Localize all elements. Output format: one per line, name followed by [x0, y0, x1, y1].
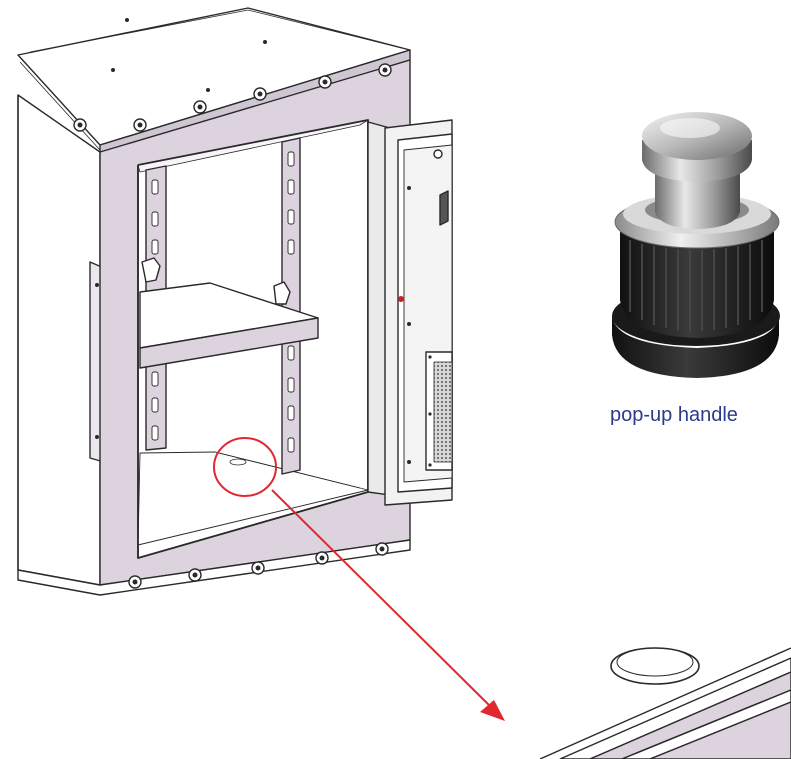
safe-door — [384, 119, 453, 506]
shelf-rail-right — [281, 137, 301, 475]
pointer-arrow-line — [271, 489, 497, 713]
handle-location-marker — [213, 437, 277, 497]
pop-up-handle-photo — [612, 112, 780, 378]
zoomed-detail-view — [539, 647, 791, 759]
pointer-arrowhead — [480, 700, 505, 721]
pop-up-handle-caption: pop-up handle — [610, 404, 738, 426]
frame-bolts — [73, 63, 392, 589]
cabinet-side-panel — [17, 94, 101, 586]
safe-cabinet — [17, 7, 453, 596]
